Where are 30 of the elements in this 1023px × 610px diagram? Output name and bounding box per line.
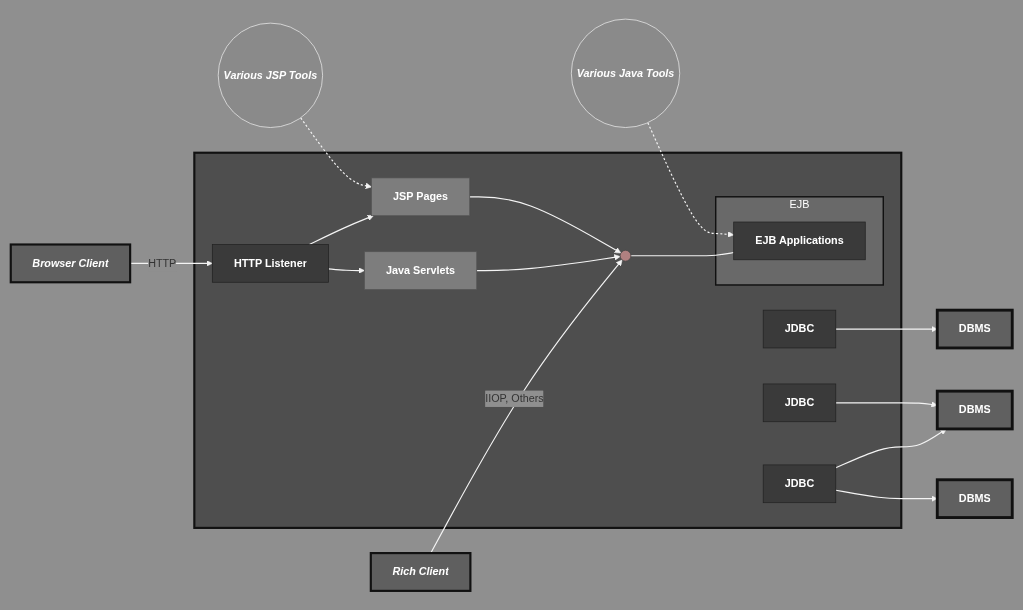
cluster — [193, 151, 903, 529]
edge-label: IIOP, Others — [485, 391, 544, 405]
connector — [630, 251, 735, 257]
node-box: HTTP Listener — [211, 244, 329, 283]
arrow — [476, 254, 621, 272]
node-box: Java Servlets — [364, 251, 478, 290]
node-box: EJB Applications — [733, 221, 866, 261]
node-box: JDBC — [762, 383, 837, 423]
node-circle — [619, 250, 632, 262]
arrow — [835, 428, 947, 469]
arrow — [469, 196, 622, 254]
arrow — [835, 489, 938, 502]
arrow — [835, 325, 938, 333]
node-circle: Various JSP Tools — [217, 22, 323, 128]
node-box: DBMS — [935, 478, 1014, 519]
node-box: JDBC — [762, 464, 837, 504]
arrow — [308, 214, 374, 246]
arrow — [835, 401, 938, 408]
node-box: DBMS — [935, 308, 1014, 350]
node-box: JSP Pages — [371, 177, 471, 217]
node-box: DBMS — [935, 389, 1014, 431]
node-circle: Various Java Tools — [570, 18, 681, 128]
node-box: JDBC — [762, 309, 837, 349]
arrow — [300, 117, 372, 189]
edge-label: HTTP — [148, 256, 177, 269]
arrow — [647, 122, 734, 238]
arrow — [430, 259, 623, 554]
node-box: Browser Client — [9, 243, 132, 284]
node-box: Rich Client — [369, 552, 472, 592]
arrow — [327, 267, 365, 274]
